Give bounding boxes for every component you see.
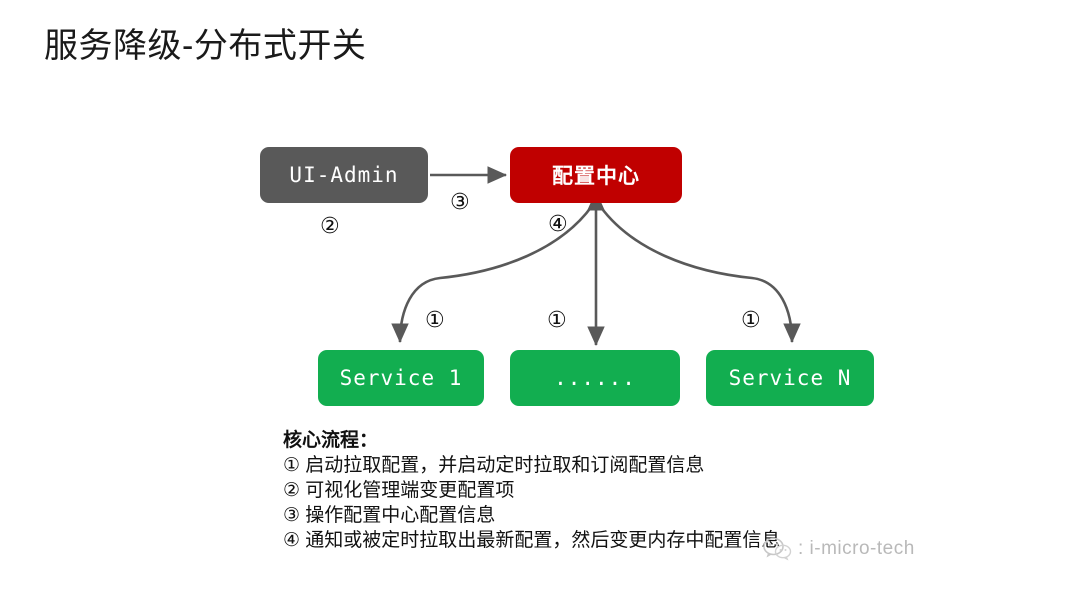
watermark-text: : i-micro-tech [798, 538, 915, 559]
notes-heading: 核心流程： [283, 430, 379, 451]
step-marker-1-middle: ① [547, 308, 567, 333]
step-marker-3: ③ [450, 190, 470, 215]
step-marker-1-left: ① [425, 308, 445, 333]
node-service-n-label: Service N [728, 366, 852, 390]
node-service-middle[interactable]: ...... [510, 350, 680, 406]
node-service-1[interactable]: Service 1 [318, 350, 484, 406]
node-service-n[interactable]: Service N [706, 350, 874, 406]
node-config-center-label: 配置中心 [552, 165, 640, 188]
notes-item-4: ④ 通知或被定时拉取出最新配置，然后变更内存中配置信息 [283, 530, 781, 551]
step-marker-1-right: ① [741, 308, 761, 333]
notes-item-3: ③ 操作配置中心配置信息 [283, 505, 496, 526]
step-marker-2: ② [320, 214, 340, 239]
node-config-center[interactable]: 配置中心 [510, 147, 682, 203]
step-marker-4: ④ [548, 212, 568, 237]
core-flow-notes: 核心流程： ① 启动拉取配置，并启动定时拉取和订阅配置信息 ② 可视化管理端变更… [283, 428, 780, 553]
notes-item-2: ② 可视化管理端变更配置项 [283, 480, 515, 501]
notes-item-1: ① 启动拉取配置，并启动定时拉取和订阅配置信息 [283, 455, 705, 476]
node-service-1-label: Service 1 [339, 366, 463, 390]
node-ui-admin[interactable]: UI-Admin [260, 147, 428, 203]
node-service-middle-label: ...... [554, 366, 636, 390]
watermark: : i-micro-tech [762, 536, 915, 562]
wechat-logo-icon [763, 537, 792, 561]
edge-config-center-to-service-n [598, 205, 801, 344]
node-ui-admin-label: UI-Admin [289, 163, 399, 187]
page-title: 服务降级-分布式开关 [44, 27, 367, 65]
